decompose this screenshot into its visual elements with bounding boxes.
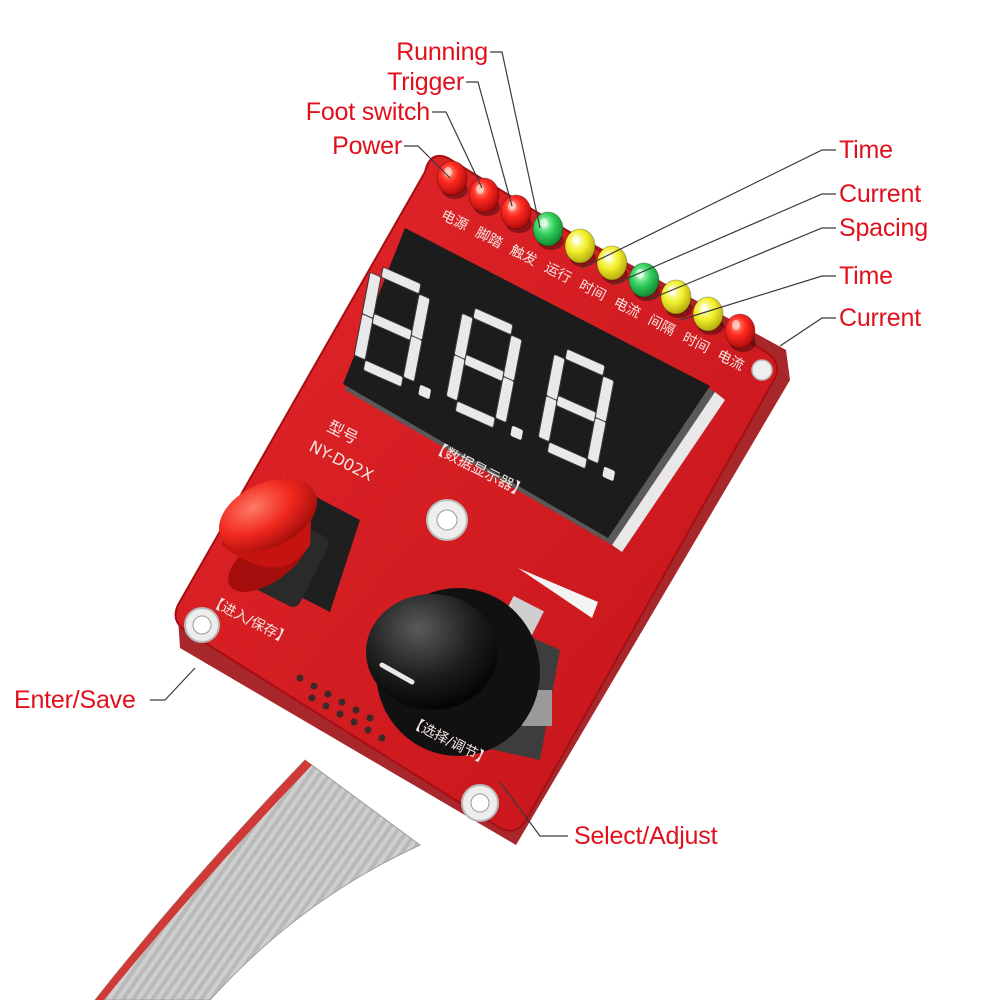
yellow-led-icon bbox=[660, 279, 692, 318]
label-current-1: Current bbox=[839, 180, 921, 208]
header-pins bbox=[296, 674, 386, 742]
red-led-icon bbox=[500, 194, 532, 233]
label-time-1: Time bbox=[839, 136, 893, 164]
label-current-2: Current bbox=[839, 304, 921, 332]
red-led-icon bbox=[436, 160, 468, 199]
label-spacing: Spacing bbox=[839, 214, 928, 242]
red-led-icon bbox=[468, 177, 500, 216]
ribbon-cable-red-wire bbox=[95, 760, 312, 1000]
label-foot-switch: Foot switch bbox=[305, 98, 430, 126]
label-power: Power bbox=[332, 132, 402, 160]
led-row bbox=[436, 160, 756, 352]
callout-lines bbox=[150, 51, 836, 837]
ribbon-cable bbox=[94, 759, 421, 1000]
label-time-2: Time bbox=[839, 262, 893, 290]
label-trigger: Trigger bbox=[387, 68, 464, 96]
display-digit bbox=[446, 308, 523, 440]
pcb-board bbox=[174, 154, 779, 832]
seven-segment-display bbox=[343, 228, 725, 552]
display-digit bbox=[354, 267, 431, 399]
green-led-icon bbox=[532, 211, 564, 250]
yellow-led-icon bbox=[564, 228, 596, 267]
yellow-led-icon bbox=[692, 296, 724, 335]
display-digit bbox=[538, 348, 615, 481]
rotary-knob-icon[interactable] bbox=[366, 588, 560, 760]
red-led-icon bbox=[724, 313, 756, 352]
label-select-adjust: Select/Adjust bbox=[574, 822, 718, 850]
mounting-holes bbox=[184, 359, 773, 822]
label-enter-save: Enter/Save bbox=[14, 686, 136, 714]
label-running: Running bbox=[396, 38, 488, 66]
silkscreen-wedge bbox=[518, 568, 598, 618]
yellow-led-icon bbox=[596, 245, 628, 284]
push-button-icon[interactable] bbox=[207, 464, 360, 612]
